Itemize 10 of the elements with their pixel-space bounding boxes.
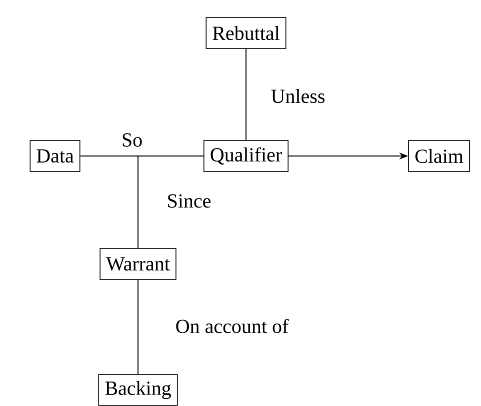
concept-box: Qualifier xyxy=(204,140,288,172)
concept-box: Warrant xyxy=(100,248,176,280)
edge-label: On account of xyxy=(174,318,290,334)
concept-box: Claim xyxy=(408,140,470,172)
concept-box: Backing xyxy=(98,374,178,406)
concept-box: Data xyxy=(30,140,80,172)
edge-label: So xyxy=(120,132,144,148)
edge-label: Since xyxy=(166,193,212,209)
concept-box: Rebuttal xyxy=(206,17,286,49)
edge-label: Unless xyxy=(270,88,326,104)
